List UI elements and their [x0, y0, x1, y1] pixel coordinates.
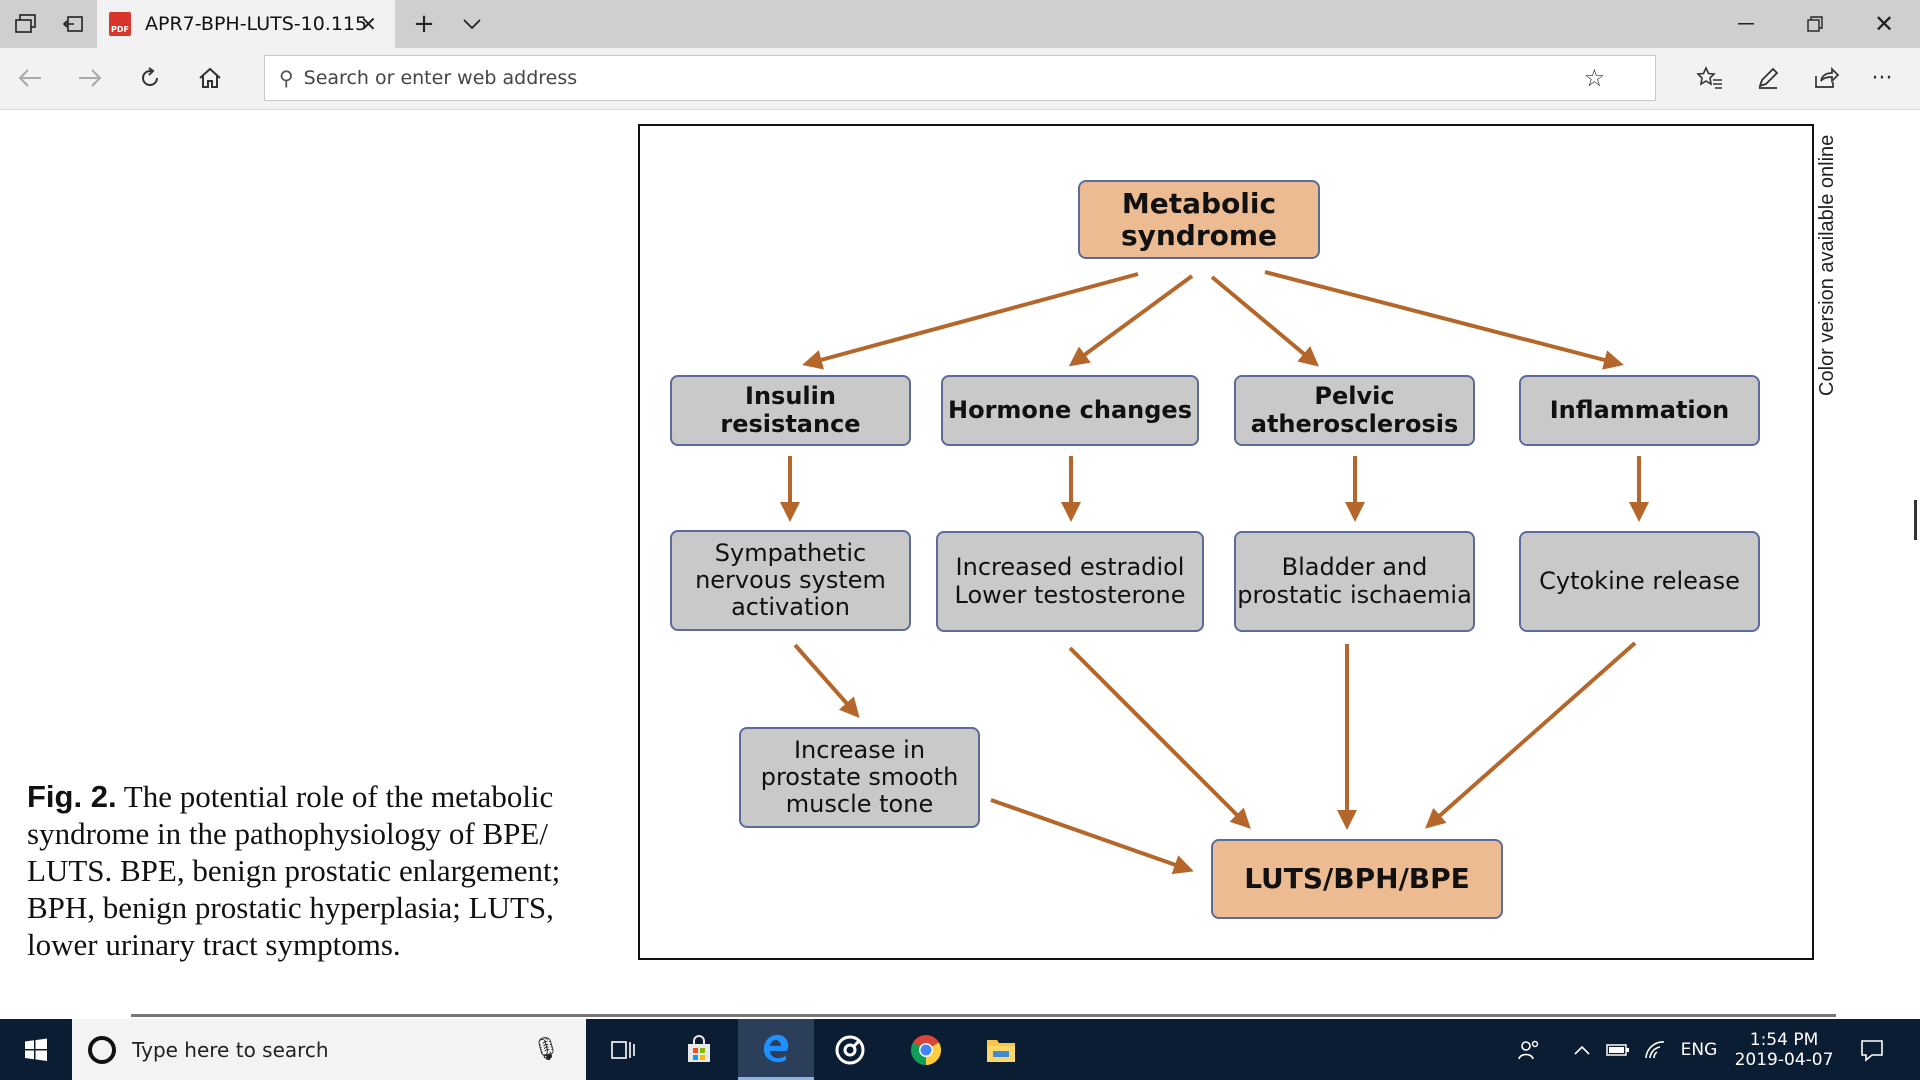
wifi-icon[interactable]	[1640, 1019, 1670, 1080]
node-inflammation: Inflammation	[1519, 375, 1760, 446]
node-estradiol-testosterone: Increased estradiol Lower testosterone	[936, 531, 1204, 632]
restore-icon[interactable]	[1797, 6, 1833, 42]
set-aside-tabs-icon[interactable]	[55, 6, 91, 42]
search-icon: ⚲	[279, 66, 294, 90]
favorites-list-icon[interactable]	[1690, 58, 1730, 98]
pen-icon[interactable]	[1748, 58, 1788, 98]
caption-text: The potential role of the metabolic synd…	[27, 779, 561, 962]
node-hormone-changes: Hormone changes	[941, 375, 1199, 446]
show-hidden-icons-chevron-icon[interactable]	[1568, 1019, 1596, 1080]
home-icon[interactable]	[190, 58, 230, 98]
chrome-icon[interactable]	[902, 1019, 950, 1080]
node-luts-bph-bpe: LUTS/BPH/BPE	[1211, 839, 1503, 919]
file-explorer-icon[interactable]	[977, 1019, 1025, 1080]
action-center-icon[interactable]	[1850, 1019, 1894, 1080]
close-icon[interactable]: ✕	[360, 12, 377, 36]
color-version-note: Color version available online	[1808, 124, 1848, 404]
scrollbar-thumb[interactable]	[1914, 500, 1917, 540]
groove-music-icon[interactable]	[826, 1019, 874, 1080]
node-smooth-muscle-tone: Increase in prostate smooth muscle tone	[739, 727, 980, 828]
caption-label: Fig. 2.	[27, 779, 117, 814]
share-icon[interactable]	[1806, 58, 1846, 98]
figure-caption: Fig. 2. The potential role of the metabo…	[27, 778, 605, 963]
back-icon[interactable]	[10, 58, 50, 98]
more-icon[interactable]: ···	[1871, 65, 1893, 91]
color-version-text: Color version available online	[1816, 134, 1838, 396]
clock-date: 2019-04-07	[1734, 1049, 1834, 1070]
node-cytokine-release: Cytokine release	[1519, 531, 1760, 632]
microphone-icon[interactable]: 🎙	[532, 1037, 560, 1062]
store-icon[interactable]	[675, 1019, 723, 1080]
figure-frame	[638, 124, 1814, 960]
tab-title: APR7-BPH-LUTS-10.115	[145, 13, 368, 35]
taskbar-search[interactable]: 🎙	[72, 1019, 586, 1080]
favorite-star-icon[interactable]: ☆	[1583, 64, 1606, 92]
new-tab-icon[interactable]: +	[413, 9, 435, 39]
windows-start-icon[interactable]	[14, 1019, 58, 1080]
refresh-icon[interactable]	[130, 58, 170, 98]
node-pelvic-atherosclerosis: Pelvic atherosclerosis	[1234, 375, 1475, 446]
tab-list-chevron-icon[interactable]	[454, 6, 490, 42]
page-divider	[131, 1014, 1836, 1017]
node-insulin-resistance: Insulin resistance	[670, 375, 911, 446]
node-metabolic-syndrome: Metabolic syndrome	[1078, 180, 1320, 259]
node-bladder-ischaemia: Bladder and prostatic ischaemia	[1234, 531, 1475, 632]
window-close-icon[interactable]: ✕	[1873, 10, 1895, 38]
active-tab[interactable]: PDF APR7-BPH-LUTS-10.115 ✕	[97, 0, 395, 48]
language-indicator[interactable]: ENG	[1680, 1039, 1718, 1060]
node-sympathetic-activation: Sympathetic nervous system activation	[670, 530, 911, 631]
taskbar-search-input[interactable]	[132, 1037, 532, 1062]
edge-icon[interactable]	[738, 1019, 814, 1080]
minimize-icon[interactable]	[1728, 6, 1764, 42]
pdf-icon: PDF	[109, 12, 131, 36]
forward-icon[interactable]	[70, 58, 110, 98]
address-bar[interactable]: ⚲ ☆	[264, 55, 1656, 101]
people-icon[interactable]	[1512, 1019, 1546, 1080]
cortana-icon	[88, 1035, 116, 1064]
tab-preview-icon[interactable]	[8, 6, 44, 42]
battery-icon[interactable]	[1603, 1019, 1633, 1080]
clock-time: 1:54 PM	[1749, 1029, 1819, 1050]
task-view-icon[interactable]	[600, 1019, 648, 1080]
address-input[interactable]	[303, 67, 1584, 89]
clock[interactable]: 1:54 PM 2019-04-07	[1722, 1019, 1846, 1080]
